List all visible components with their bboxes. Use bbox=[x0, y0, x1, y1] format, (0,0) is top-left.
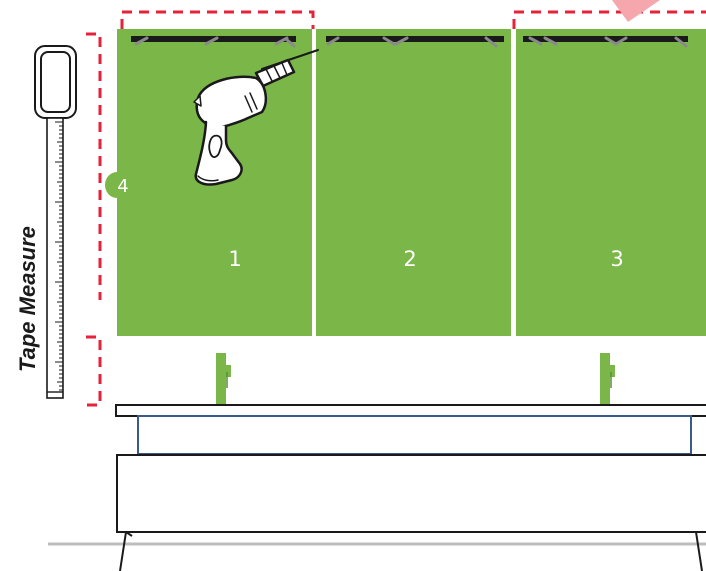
step-badge-label: 4 bbox=[117, 176, 128, 197]
side-measure-upper bbox=[86, 32, 102, 300]
wall-bracket-icon bbox=[614, 36, 628, 46]
wall-bracket-icon bbox=[604, 36, 618, 46]
console-body bbox=[116, 454, 706, 533]
panels bbox=[117, 29, 706, 336]
wall-bracket-icon bbox=[600, 353, 615, 406]
wall-bracket-icon bbox=[394, 36, 409, 46]
drill-icon bbox=[193, 49, 319, 186]
rail-panel-1 bbox=[131, 36, 296, 48]
wall-bracket-icon bbox=[204, 36, 219, 46]
wall-mount-clips bbox=[216, 353, 615, 406]
top-measure-bracket-left bbox=[120, 10, 315, 29]
console-leg-left bbox=[119, 531, 133, 571]
tape-ticks bbox=[55, 121, 63, 391]
console-table bbox=[115, 404, 706, 571]
panel-3-number: 3 bbox=[610, 247, 623, 271]
wall-bracket-icon bbox=[484, 36, 498, 48]
rail-panel-2 bbox=[326, 36, 504, 48]
wall-bracket-icon bbox=[543, 36, 558, 46]
wall-bracket-icon bbox=[216, 353, 231, 406]
console-leg-right bbox=[695, 531, 703, 571]
wall-bracket-icon bbox=[674, 36, 688, 48]
top-measure-bracket-right bbox=[512, 10, 706, 29]
wall-bracket-icon bbox=[284, 37, 296, 48]
panel-2 bbox=[316, 29, 511, 336]
tape-measure-icon bbox=[34, 45, 77, 399]
panel-3 bbox=[516, 29, 706, 336]
console-shelf bbox=[137, 415, 692, 455]
pointer-marker bbox=[612, 0, 660, 22]
top-rails bbox=[131, 36, 688, 48]
console-top bbox=[115, 404, 706, 417]
wall-bracket-icon bbox=[528, 36, 543, 46]
wall-bracket-icon bbox=[326, 36, 340, 46]
wall-bracket-icon bbox=[382, 36, 396, 46]
tape-measure-label: Tape Measure bbox=[15, 226, 40, 372]
rail-panel-3 bbox=[523, 36, 688, 48]
step-badge: 4 bbox=[105, 172, 129, 198]
panel-1-number: 1 bbox=[228, 247, 241, 271]
panel-2-number: 2 bbox=[403, 247, 416, 271]
wall-bracket-icon bbox=[134, 36, 149, 46]
side-measure-lower bbox=[86, 335, 102, 407]
